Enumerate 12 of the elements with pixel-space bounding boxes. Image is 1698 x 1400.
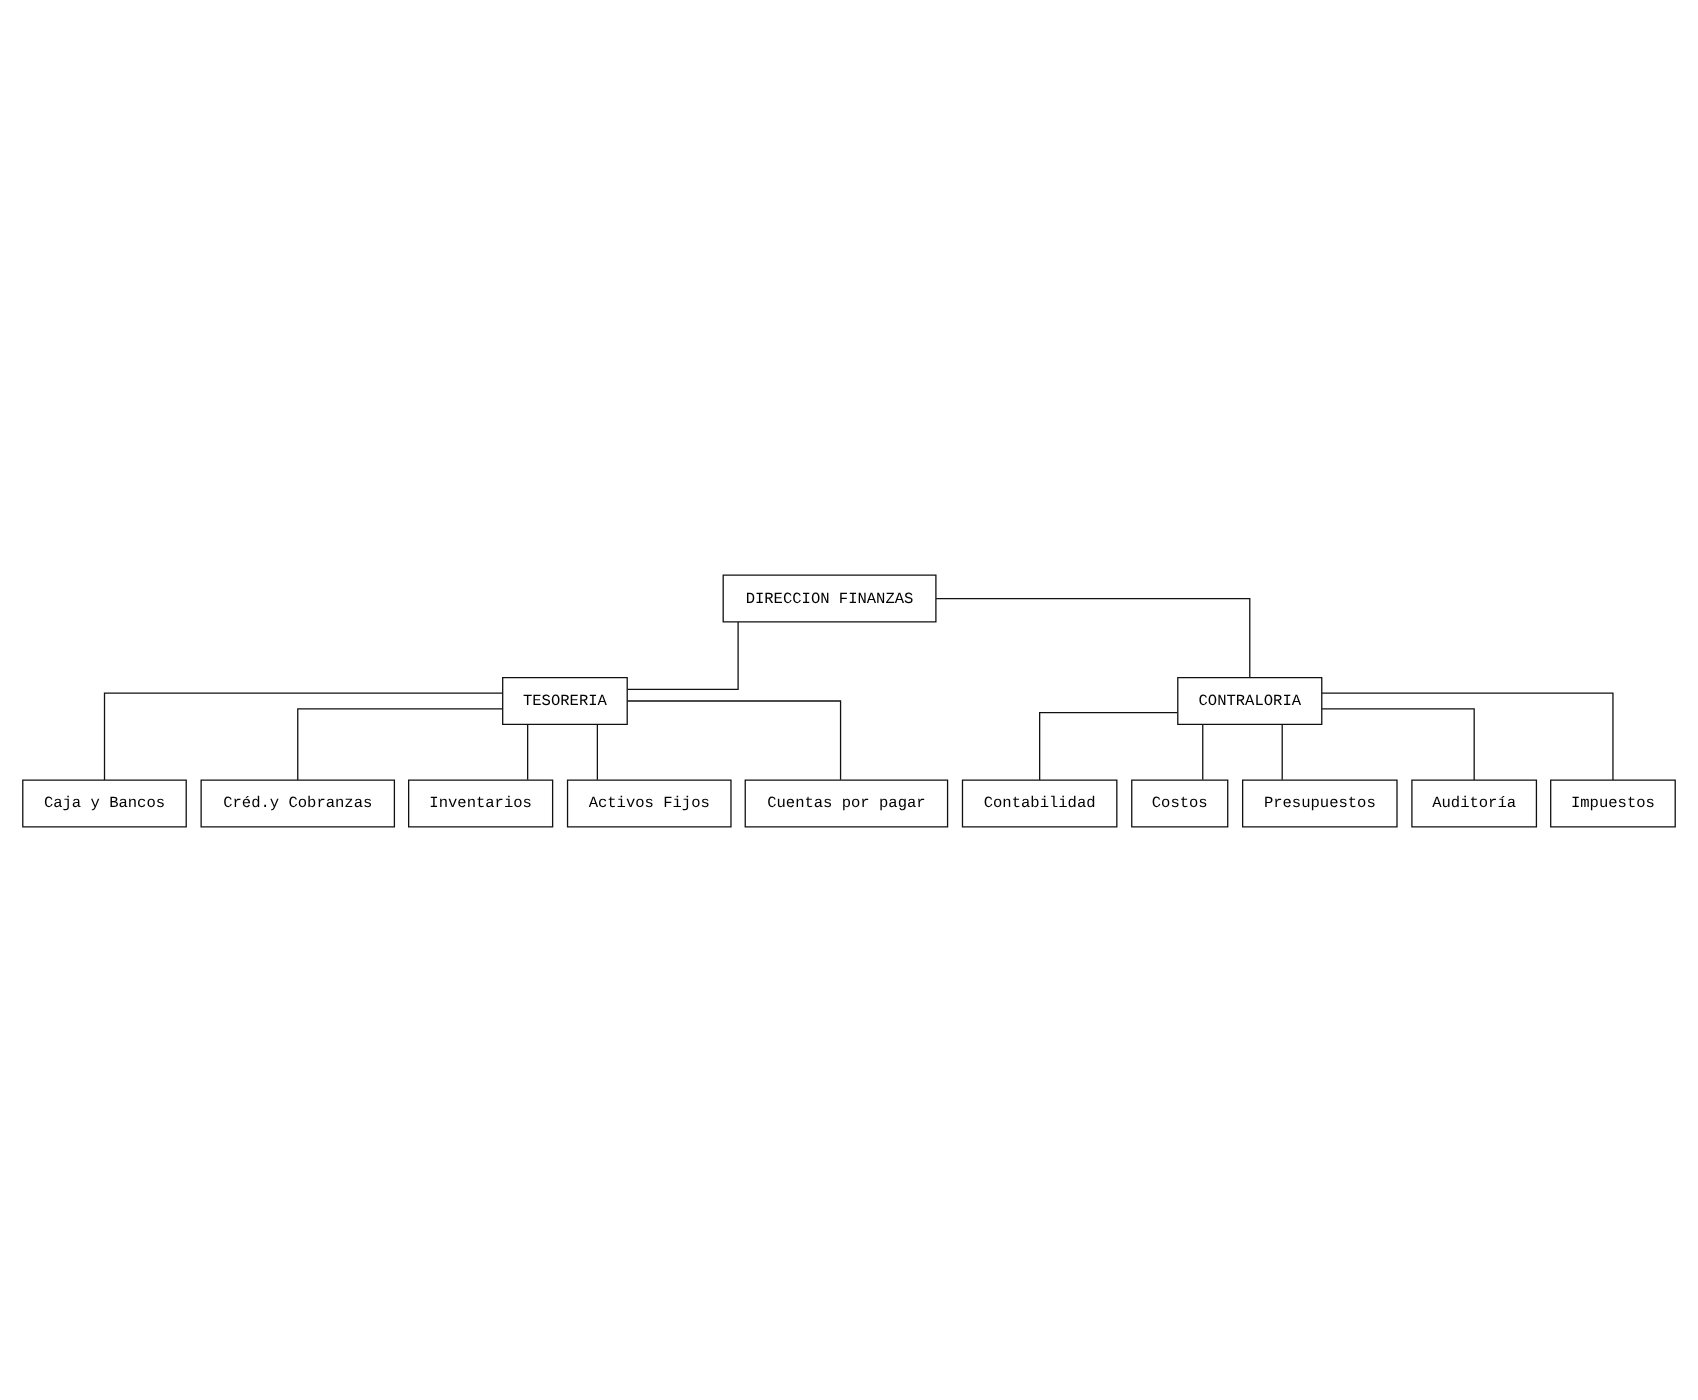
connector [103, 691, 503, 780]
connector [527, 723, 529, 780]
connector [1039, 711, 1179, 780]
connector [1321, 707, 1475, 780]
connector [1202, 723, 1204, 780]
connector [935, 596, 1251, 677]
connector [1281, 723, 1283, 780]
connector [596, 723, 599, 780]
connector [626, 699, 842, 780]
connector [297, 707, 504, 780]
connector [626, 620, 739, 689]
connector [1321, 691, 1614, 780]
